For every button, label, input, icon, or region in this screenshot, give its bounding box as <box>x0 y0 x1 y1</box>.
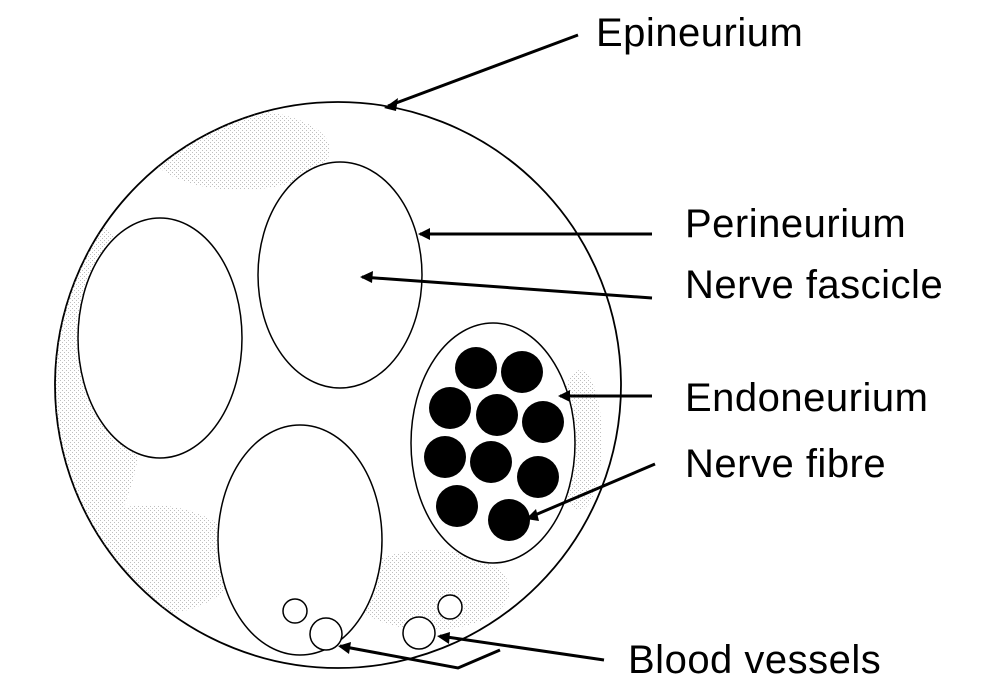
blood-vessel <box>438 595 462 619</box>
nerve-fibre <box>424 436 466 478</box>
label-endoneurium: Endoneurium <box>685 378 928 418</box>
blood-vessel <box>403 617 435 649</box>
nerve-fibre <box>470 441 512 483</box>
nerve-fibre <box>517 456 559 498</box>
fascicle-left <box>78 218 242 458</box>
blood-vessel <box>310 618 342 650</box>
nerve-fibre <box>455 347 497 389</box>
label-nerve-fascicle: Nerve fascicle <box>685 265 943 305</box>
leader-blood-vessels-2 <box>440 636 604 660</box>
nerve-fibre <box>522 401 564 443</box>
nerve-fibre <box>488 499 530 541</box>
label-epineurium: Epineurium <box>596 13 803 53</box>
nerve-fibre <box>501 351 543 393</box>
nerve-fibre <box>476 394 518 436</box>
label-nerve-fibre: Nerve fibre <box>685 444 886 484</box>
label-perineurium: Perineurium <box>685 204 906 244</box>
fascicle-upper <box>258 162 422 388</box>
nerve-fibre <box>436 485 478 527</box>
nerve-fibre <box>429 387 471 429</box>
leader-epineurium <box>388 35 578 106</box>
label-blood-vessels: Blood vessels <box>628 640 881 680</box>
blood-vessel <box>283 599 307 623</box>
